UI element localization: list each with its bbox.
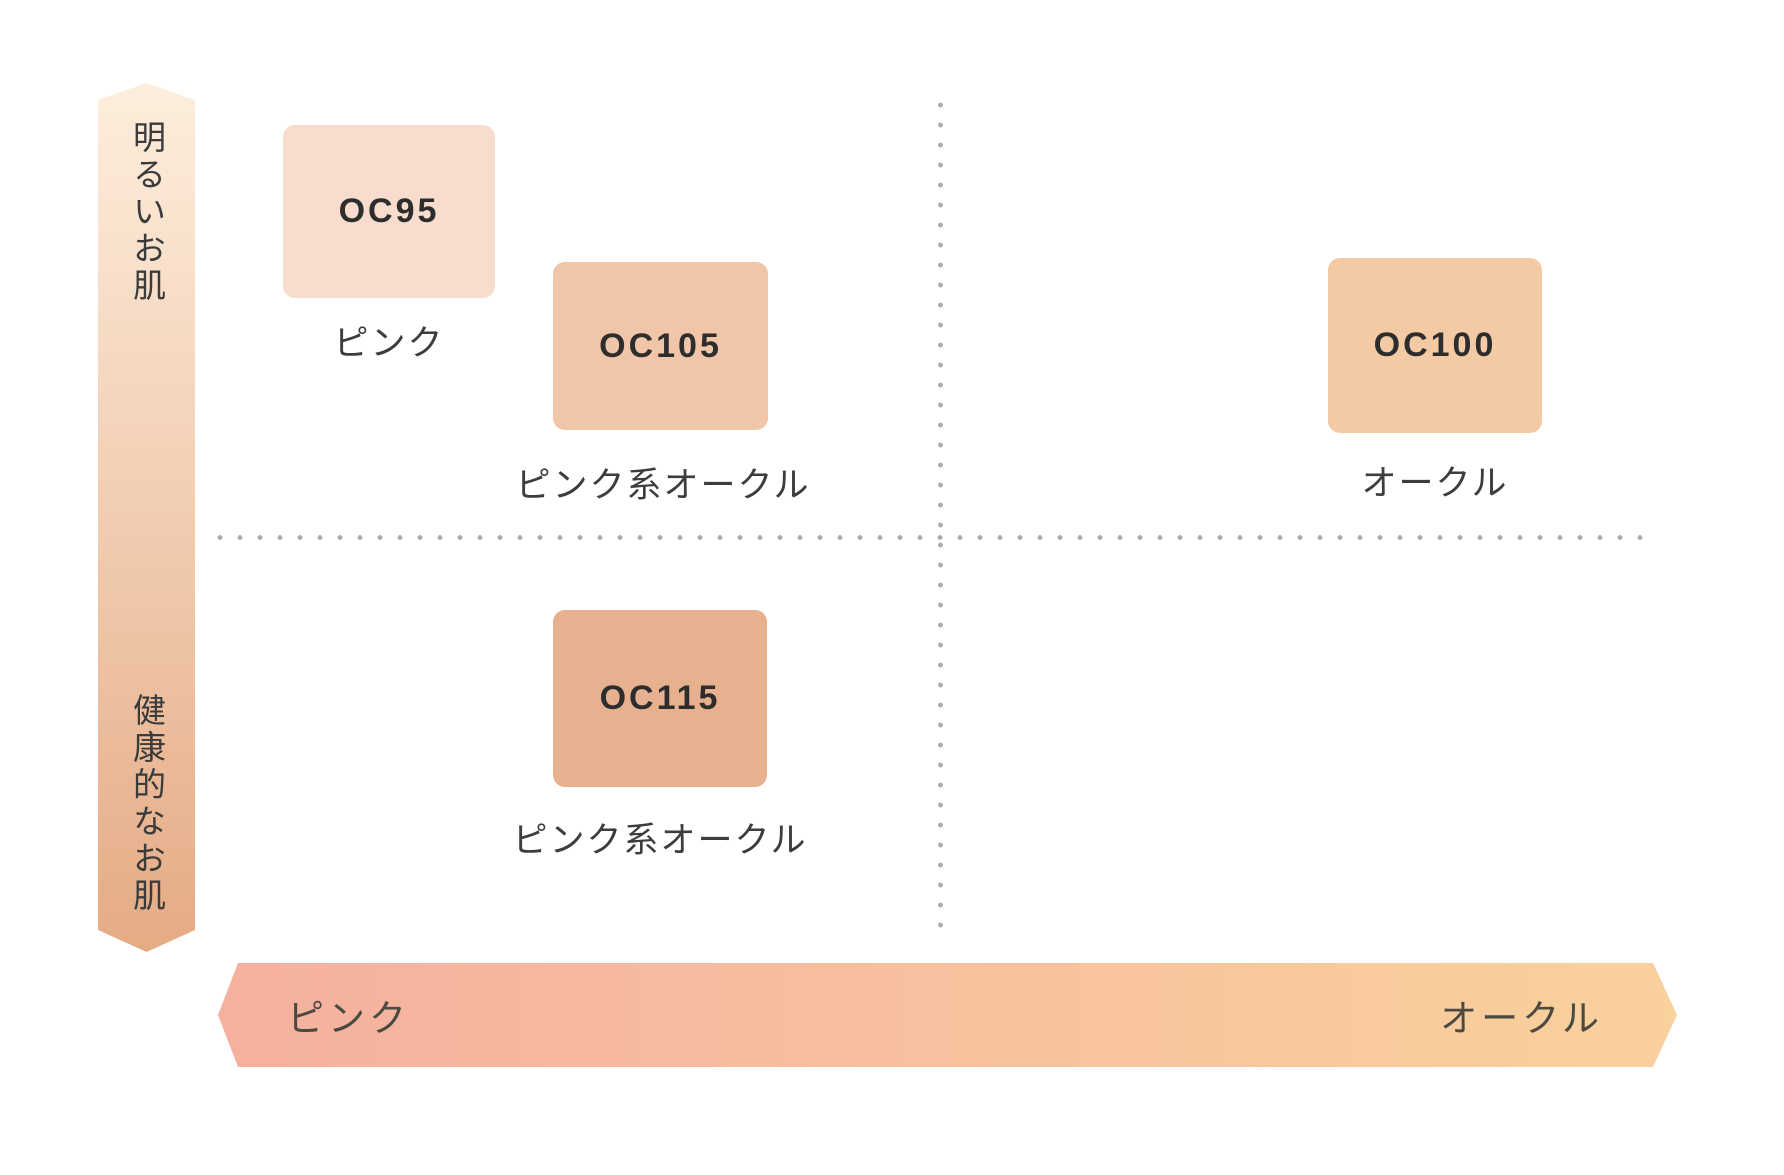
shade-swatch-oc105: OC105 bbox=[553, 262, 768, 430]
vertical-divider-dotted-line bbox=[938, 95, 943, 935]
shade-swatch-oc115: OC115 bbox=[553, 610, 767, 787]
vertical-axis-bottom-label: 健康的なお肌 bbox=[128, 693, 166, 915]
horizontal-axis-right-label: オークル bbox=[1440, 998, 1603, 1039]
shade-code-label-oc95: OC95 bbox=[338, 192, 440, 230]
horizontal-axis-left-label: ピンク bbox=[287, 998, 410, 1039]
shade-category-label-oc95: ピンク bbox=[333, 324, 445, 363]
shade-category-label-oc115: ピンク系オークル bbox=[512, 821, 808, 860]
shade-code-label-oc100: OC100 bbox=[1373, 326, 1497, 364]
shade-code-label-oc115: OC115 bbox=[599, 679, 721, 717]
vertical-axis-bar: 明るいお肌 健康的なお肌 bbox=[98, 83, 195, 952]
vertical-axis-top-label: 明るいお肌 bbox=[128, 120, 166, 305]
shade-code-label-oc105: OC105 bbox=[599, 326, 722, 365]
horizontal-divider-dotted-line bbox=[210, 535, 1652, 540]
shade-swatch-oc100: OC100 bbox=[1328, 258, 1542, 433]
shade-swatch-oc95: OC95 bbox=[283, 125, 495, 298]
horizontal-axis-bar: ピンク オークル bbox=[218, 963, 1677, 1067]
shade-category-label-oc105: ピンク系オークル bbox=[515, 466, 811, 505]
shade-category-label-oc100: オークル bbox=[1361, 464, 1509, 503]
